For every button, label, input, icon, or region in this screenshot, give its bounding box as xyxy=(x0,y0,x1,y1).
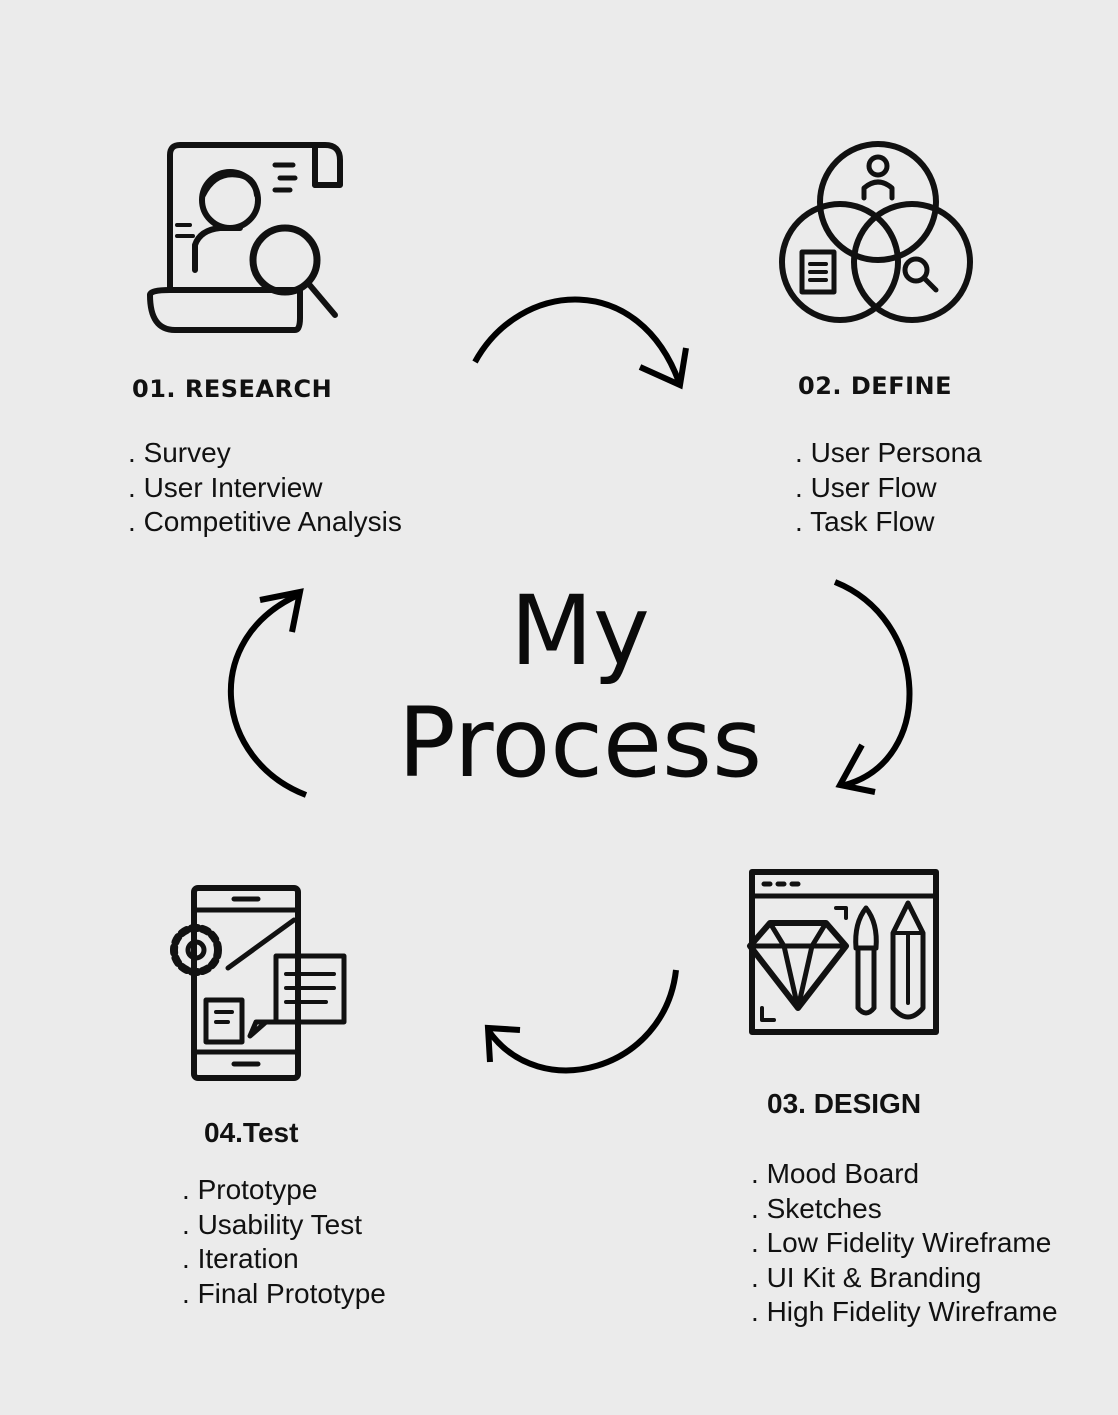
step-design-list: Mood Board Sketches Low Fidelity Wirefra… xyxy=(751,1157,1058,1330)
step-design-title: 03. DESIGN xyxy=(767,1088,922,1119)
step-research-list: Survey User Interview Competitive Analys… xyxy=(128,436,402,540)
list-item: Iteration xyxy=(182,1242,386,1277)
list-item: User Persona xyxy=(795,436,982,471)
step-define-title: 02. DEFINE xyxy=(798,372,952,400)
list-item: Sketches xyxy=(751,1192,1058,1227)
design-tools-icon xyxy=(747,869,939,1035)
list-item: User Flow xyxy=(795,471,982,506)
list-item: Final Prototype xyxy=(182,1277,386,1312)
list-item: Low Fidelity Wireframe xyxy=(751,1226,1058,1261)
list-item: Mood Board xyxy=(751,1157,1058,1192)
arrow-research-to-define xyxy=(472,296,689,390)
step-test-list: Prototype Usability Test Iteration Final… xyxy=(182,1173,386,1311)
arrow-test-to-research xyxy=(227,588,308,798)
list-item: Survey xyxy=(128,436,402,471)
list-item: Task Flow xyxy=(795,505,982,540)
center-title: My Process xyxy=(360,575,800,799)
arrow-define-to-design xyxy=(833,579,913,795)
venn-diagram-icon xyxy=(779,141,973,323)
step-research-title: 01. RESEARCH xyxy=(132,375,333,403)
list-item: High Fidelity Wireframe xyxy=(751,1295,1058,1330)
list-item: Competitive Analysis xyxy=(128,505,402,540)
list-item: User Interview xyxy=(128,471,402,506)
step-test-title: 04.Test xyxy=(204,1117,299,1148)
list-item: Usability Test xyxy=(182,1208,386,1243)
list-item: UI Kit & Branding xyxy=(751,1261,1058,1296)
arrow-design-to-test xyxy=(484,969,679,1074)
research-icon xyxy=(147,142,343,333)
mobile-test-icon xyxy=(170,885,347,1081)
center-title-line2: Process xyxy=(397,687,763,799)
list-item: Prototype xyxy=(182,1173,386,1208)
step-define-list: User Persona User Flow Task Flow xyxy=(795,436,982,540)
center-title-line1: My xyxy=(510,575,650,687)
